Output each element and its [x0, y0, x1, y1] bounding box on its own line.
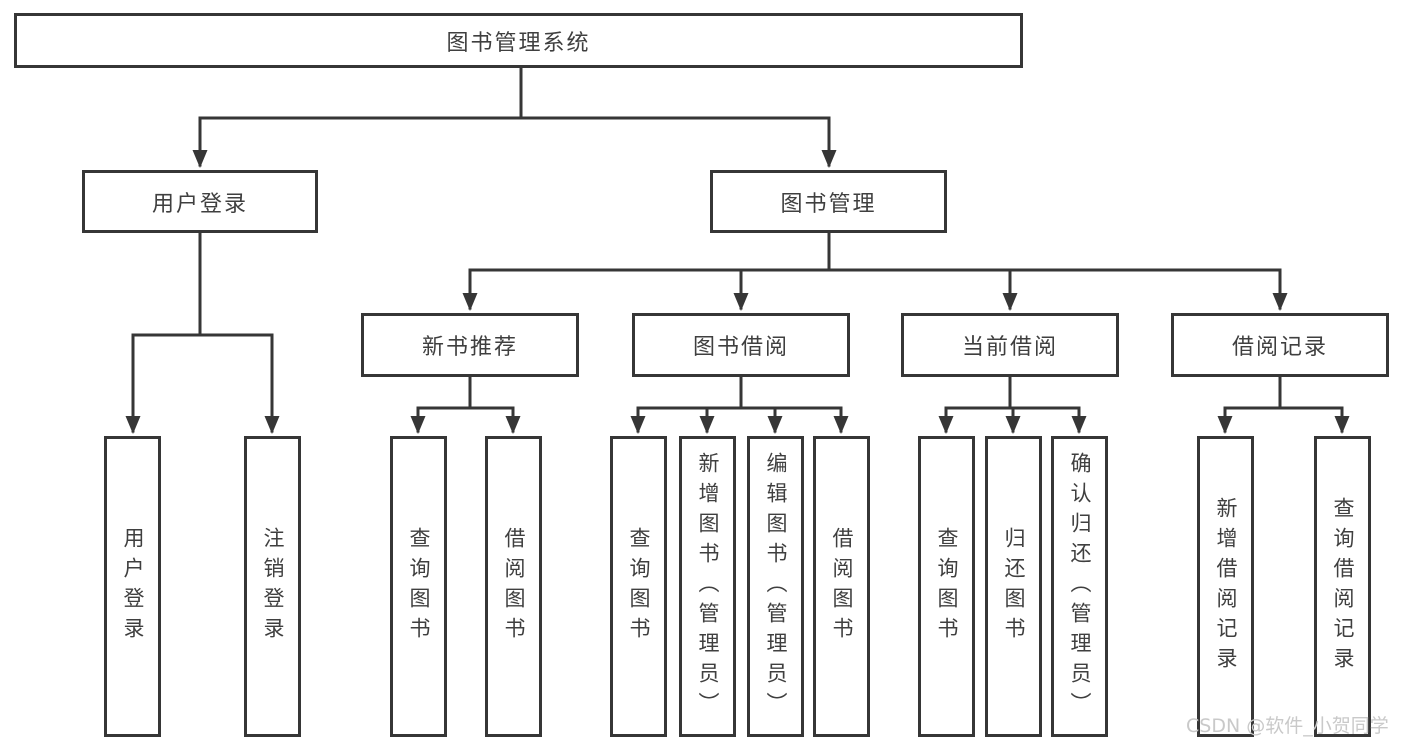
leaf-label: 查询图书: [407, 526, 431, 647]
node-user-login: 用户登录: [82, 170, 318, 233]
node-new-book-recommend: 新书推荐: [361, 313, 579, 377]
leaf-label: 确认归还（管理员）: [1068, 451, 1092, 722]
node-leaf-query-borrow-record: 查询借阅记录: [1314, 436, 1371, 737]
node-leaf-logout: 注销登录: [244, 436, 301, 737]
leaf-label: 编辑图书（管理员）: [764, 451, 788, 722]
csdn-watermark: CSDN @软件_小贺同学: [1186, 715, 1389, 737]
node-current-borrowing: 当前借阅: [901, 313, 1119, 377]
leaf-label: 新增图书（管理员）: [696, 451, 720, 722]
node-borrowing-records: 借阅记录: [1171, 313, 1389, 377]
leaf-label: 归还图书: [1002, 526, 1026, 647]
leaf-label: 查询借阅记录: [1331, 496, 1355, 677]
leaf-label: 注销登录: [261, 526, 285, 647]
leaf-label: 用户登录: [121, 526, 145, 647]
node-leaf-user-login: 用户登录: [104, 436, 161, 737]
node-leaf-edit-books-admin: 编辑图书（管理员）: [747, 436, 804, 737]
node-leaf-query-books-2: 查询图书: [610, 436, 667, 737]
node-library-system: 图书管理系统: [14, 13, 1023, 68]
node-leaf-confirm-return-admin: 确认归还（管理员）: [1051, 436, 1108, 737]
node-leaf-query-books-3: 查询图书: [918, 436, 975, 737]
node-book-borrowing: 图书借阅: [632, 313, 850, 377]
leaf-label: 新增借阅记录: [1214, 496, 1238, 677]
leaf-label: 查询图书: [627, 526, 651, 647]
node-leaf-add-borrow-record: 新增借阅记录: [1197, 436, 1254, 737]
node-leaf-return-books: 归还图书: [985, 436, 1042, 737]
node-book-management: 图书管理: [710, 170, 947, 233]
node-leaf-query-books-1: 查询图书: [390, 436, 447, 737]
leaf-label: 借阅图书: [830, 526, 854, 647]
leaf-label: 借阅图书: [502, 526, 526, 647]
leaf-label: 查询图书: [935, 526, 959, 647]
node-leaf-add-books-admin: 新增图书（管理员）: [679, 436, 736, 737]
node-leaf-borrow-books-2: 借阅图书: [813, 436, 870, 737]
node-leaf-borrow-books-1: 借阅图书: [485, 436, 542, 737]
